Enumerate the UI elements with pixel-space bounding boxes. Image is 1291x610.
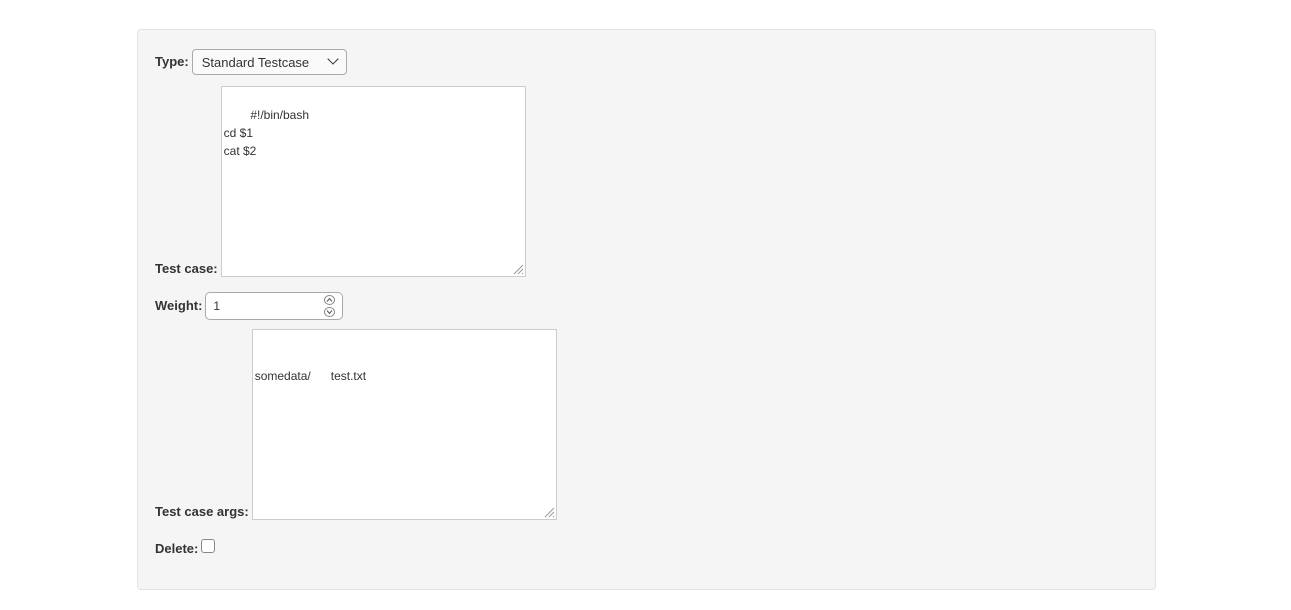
testcase-label: Test case: [155,261,218,276]
args-item: somedata/ [254,369,311,383]
testcase-args-textarea[interactable]: somedata/ test.txt [251,329,557,520]
weight-input[interactable]: 1 [205,292,344,320]
testcase-form-panel: Type: Standard Testcase Test case: #!/bi… [137,29,1156,590]
testcase-args-row: Test case args: somedata/ test.txt [155,329,557,520]
delete-checkbox[interactable] [201,539,216,553]
type-select-value: Standard Testcase [201,55,310,70]
weight-label: Weight: [155,298,203,313]
resize-grip-icon[interactable] [543,506,555,518]
testcase-args-label: Test case args: [155,504,249,519]
spin-up-button[interactable] [324,295,336,305]
weight-row: Weight: 1 [155,292,344,320]
resize-grip-icon[interactable] [512,263,524,275]
type-label: Type: [155,54,189,69]
testcase-row: Test case: #!/bin/bash cd $1 cat $2 [155,86,526,277]
args-item: test.txt [330,369,367,383]
testcase-text: #!/bin/bash cd $1 cat $2 [223,108,310,158]
testcase-textarea[interactable]: #!/bin/bash cd $1 cat $2 [220,86,526,277]
spin-down-button[interactable] [324,307,336,317]
chevron-up-icon [327,297,333,302]
chevron-down-icon [327,53,339,65]
testcase-args-text: somedata/ test.txt [255,367,554,385]
weight-value: 1 [213,299,221,313]
delete-label: Delete: [155,541,199,556]
chevron-down-icon [327,310,333,315]
type-row: Type: Standard Testcase [155,49,347,75]
cut-off-header-link [510,0,670,4]
delete-row: Delete: [155,539,216,557]
type-select[interactable]: Standard Testcase [191,49,347,75]
